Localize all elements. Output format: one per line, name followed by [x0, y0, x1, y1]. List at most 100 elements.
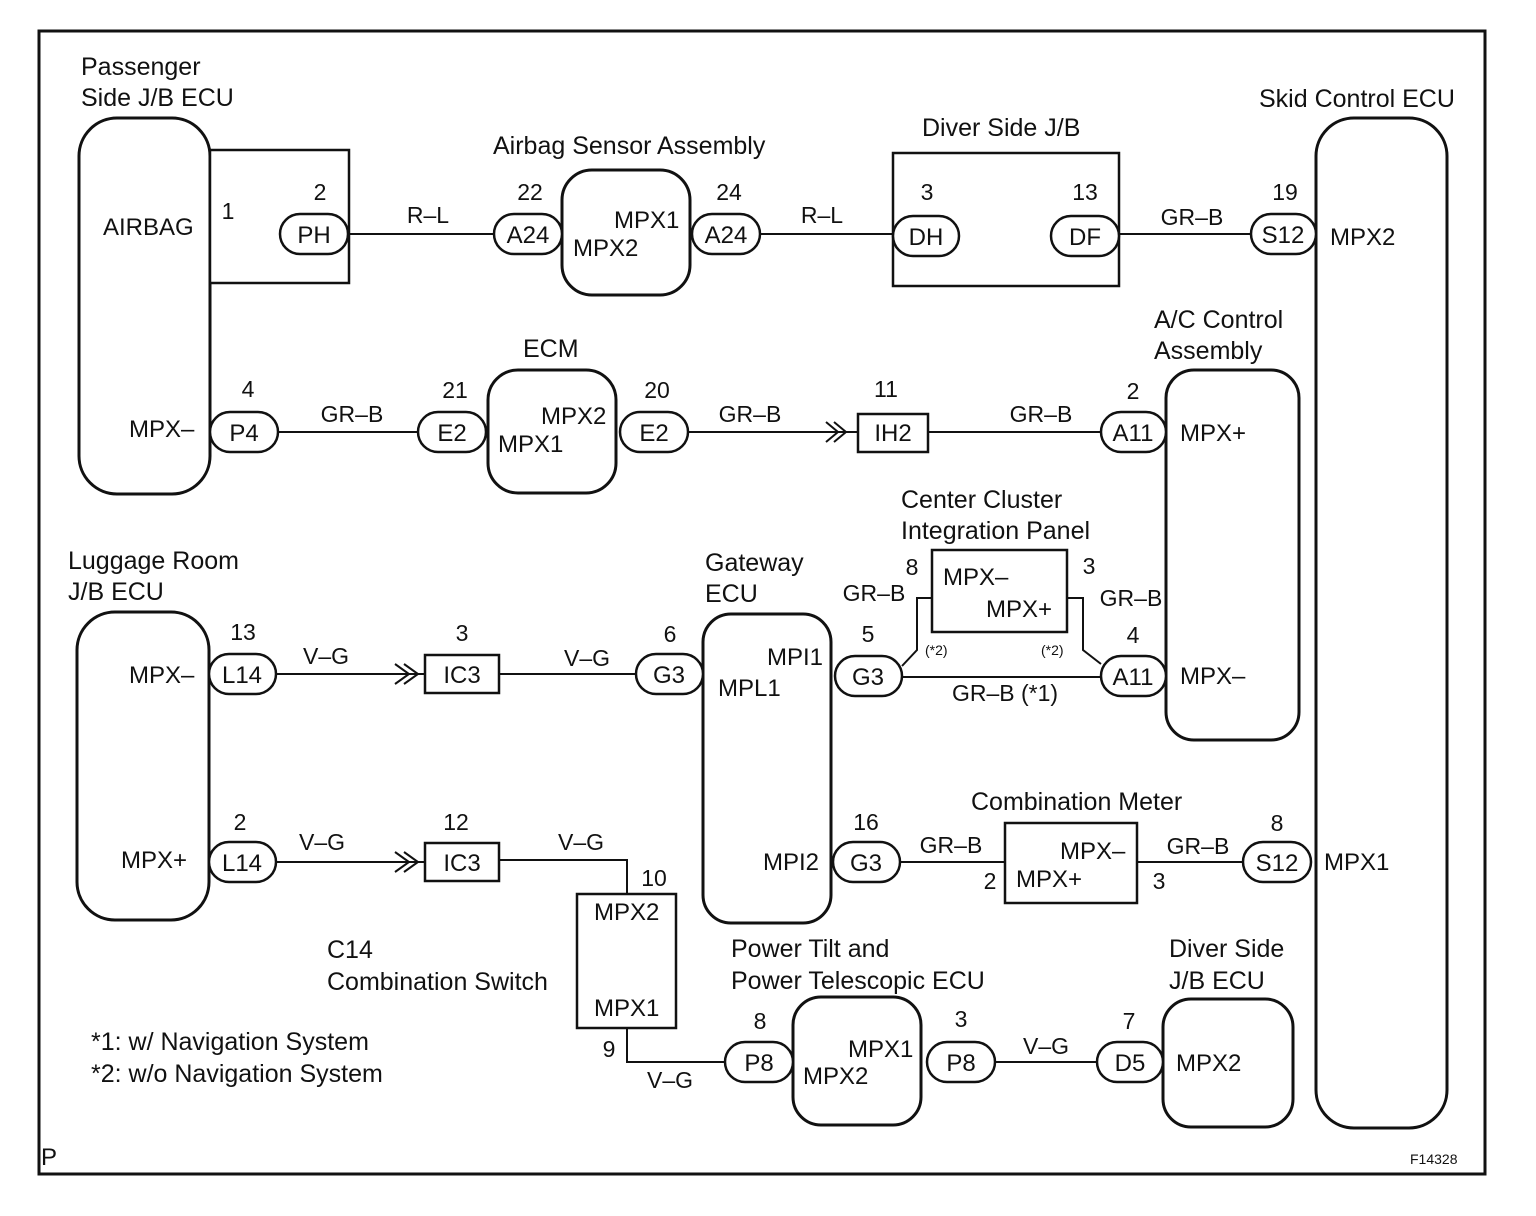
connector-a24-right: [690, 212, 762, 256]
port-cc-mpx-minus: MPX–: [943, 564, 1009, 591]
connector-s12-top: [1249, 212, 1318, 256]
connector-l14-bottom-label: L14: [222, 850, 262, 877]
center-cluster-box: [930, 548, 1069, 634]
footnote-2: *2: w/o Navigation System: [91, 1060, 383, 1088]
skid-control-ecu-box: [1314, 116, 1449, 1130]
footnotes: *1: w/ Navigation System *2: w/o Navigat…: [41, 1028, 1458, 1171]
connector-p8-right: [925, 1040, 997, 1084]
cm-title: Combination Meter: [971, 788, 1182, 816]
ac-control-box: [1164, 368, 1301, 742]
wire-color-grb-p4: GR–B: [321, 401, 384, 427]
ecm-box: [486, 368, 618, 495]
pin-l14-2: 2: [234, 809, 247, 835]
port-airbag-mpx2: MPX2: [573, 235, 638, 262]
connector-s12-top-label: S12: [1262, 222, 1305, 249]
connector-g3-pin5: [833, 654, 904, 698]
port-skid-mpx2: MPX2: [1330, 224, 1395, 251]
connector-p8-left-label: P8: [744, 1050, 773, 1077]
connector-dh: [891, 214, 961, 258]
pin-ic3-3: 3: [456, 620, 469, 646]
wire-color-grb-cc-right: GR–B: [1100, 585, 1163, 611]
pin-s12-8: 8: [1271, 810, 1284, 836]
port-djb-ecu-mpx2: MPX2: [1176, 1050, 1241, 1077]
connector-p8-right-label: P8: [946, 1050, 975, 1077]
pin-p8-3: 3: [955, 1006, 968, 1032]
wire-color-grb-cc-left: GR–B: [843, 580, 906, 606]
connector-labels: PH A24 A24 DH DF S12 P4 E2 E2 IH2 A11 L1…: [222, 222, 1304, 1077]
pt-title-1: Power Tilt and: [731, 935, 889, 963]
connector-s12-bottom-label: S12: [1256, 850, 1299, 877]
open-chevron-ih2: [825, 421, 848, 443]
connector-a11-bottom: [1099, 654, 1168, 698]
connector-l14-top-label: L14: [222, 662, 262, 689]
wire-color-grb-ih2: GR–B: [1010, 401, 1073, 427]
cc-title-2: Integration Panel: [901, 517, 1090, 545]
pin-g3-16: 16: [853, 809, 879, 835]
pin-ic3-12: 12: [443, 809, 469, 835]
connector-ih2-label: IH2: [874, 420, 911, 447]
port-gateway-mpi1: MPI1: [767, 644, 823, 671]
port-airbag: AIRBAG: [103, 214, 194, 241]
connector-e2-left-label: E2: [437, 420, 466, 447]
gateway-title-2: ECU: [705, 580, 758, 608]
wire-color-rl-2: R–L: [801, 202, 843, 228]
pt-title-2: Power Telescopic ECU: [731, 967, 985, 995]
port-ac-mpx-minus: MPX–: [1180, 663, 1246, 690]
luggage-room-jb-box: [75, 610, 211, 922]
pin-df-13: 13: [1072, 179, 1098, 205]
connector-ic3-bottom: [423, 841, 501, 883]
cc-note-right: (*2): [1041, 642, 1064, 658]
wire-cs-pin9-p8: [626, 1028, 725, 1063]
port-labels: AIRBAG MPX– MPX1 MPX2 MPX2 MPX1 MPX2 MPX…: [103, 207, 1395, 1090]
connector-p4-label: P4: [229, 420, 258, 447]
pin-cm-3: 3: [1153, 868, 1166, 894]
pin-e2-21: 21: [442, 377, 468, 403]
pin-cm-2: 2: [984, 868, 997, 894]
wire-color-grb-cm-s12: GR–B: [1167, 833, 1230, 859]
passenger-jb-ecu-box: [77, 116, 212, 496]
ac-title-1: A/C Control: [1154, 306, 1283, 334]
pin-ih2-11: 11: [874, 376, 898, 402]
port-cs-mpx1: MPX1: [594, 995, 659, 1022]
ecm-title: ECM: [523, 335, 579, 363]
wire-ic3-cs-pin10: [499, 859, 628, 894]
pin-cs-9: 9: [603, 1036, 616, 1062]
pin-airbag-1: 1: [222, 198, 235, 224]
connector-l14-top: [207, 652, 278, 696]
wire-color-grb-skid: GR–B: [1161, 204, 1224, 230]
pin-d5-7: 7: [1123, 1008, 1136, 1034]
port-ecm-mpx1: MPX1: [498, 431, 563, 458]
connector-ic3-top-label: IC3: [443, 662, 480, 689]
skid-ecu-title: Skid Control ECU: [1259, 85, 1455, 113]
pin-a24-22: 22: [517, 179, 543, 205]
port-gateway-mpi2: MPI2: [763, 849, 819, 876]
connector-a11-top: [1099, 410, 1168, 454]
port-luggage-mpx-plus: MPX+: [121, 847, 187, 874]
port-cm-mpx-plus: MPX+: [1016, 866, 1082, 893]
connector-ph: [278, 212, 350, 256]
connector-ih2: [856, 412, 930, 454]
wire-color-grb-nav: GR–B (*1): [952, 680, 1058, 706]
connector-g3-pin6-label: G3: [653, 662, 685, 689]
connector-ph-label: PH: [297, 222, 330, 249]
connector-g3-pin5-label: G3: [852, 664, 884, 691]
port-cm-mpx-minus: MPX–: [1060, 838, 1126, 865]
wire-color-vg-l14-top: V–G: [303, 643, 349, 669]
port-pt-mpx2: MPX2: [803, 1063, 868, 1090]
connector-a11-bottom-label: A11: [1113, 664, 1154, 691]
connector-a24-right-label: A24: [705, 222, 748, 249]
airbag-sensor-title: Airbag Sensor Assembly: [493, 132, 766, 160]
connector-s12-bottom: [1241, 840, 1313, 884]
connector-e2-right-label: E2: [639, 420, 668, 447]
corner-mark-left: P: [41, 1144, 57, 1171]
port-ac-mpx-plus: MPX+: [1180, 420, 1246, 447]
pin-l14-13: 13: [230, 619, 256, 645]
connector-ic3-top: [423, 653, 501, 695]
open-chevron-ic3-bot: [394, 851, 420, 873]
pin-ph-2: 2: [314, 179, 327, 205]
cs-title-1: C14: [327, 936, 373, 964]
djb-ecu-title-1: Diver Side: [1169, 935, 1284, 963]
pin-cs-10: 10: [641, 865, 667, 891]
connector-a11-top-label: A11: [1113, 420, 1154, 447]
cc-note-left: (*2): [925, 642, 948, 658]
